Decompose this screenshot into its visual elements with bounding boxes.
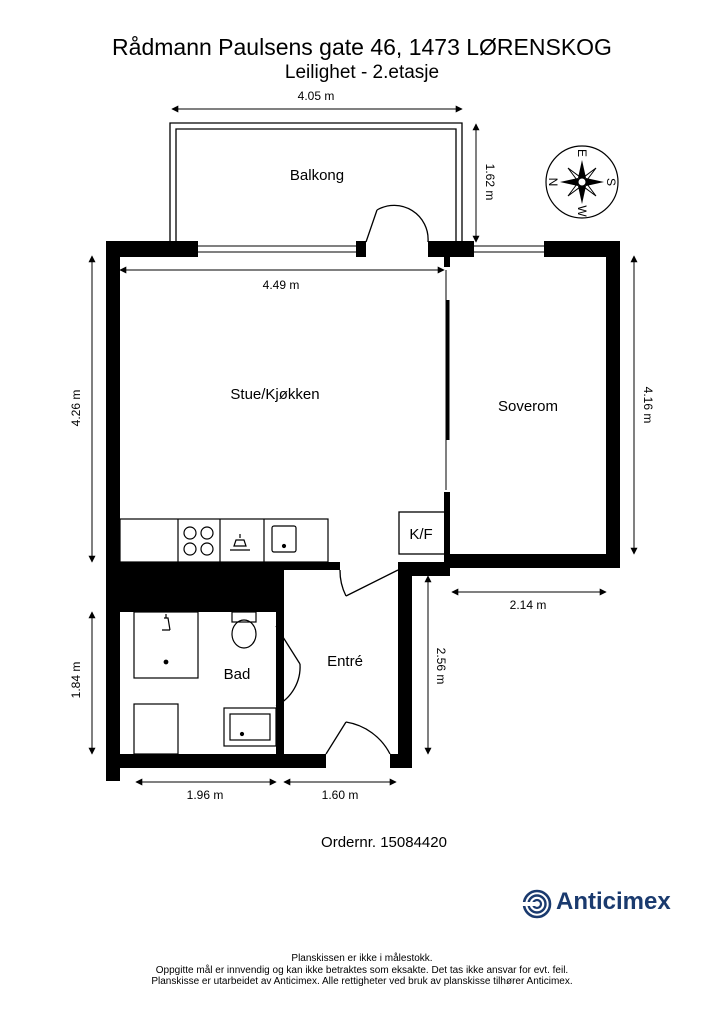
balcony-outline [169,122,463,242]
sliding-door [445,270,450,490]
anticimex-logo-text: Anticimex [556,888,671,915]
disclaimer-line: Planskisse er utarbeidet av Anticimex. A… [151,976,573,987]
disclaimer: Planskissen er ikke i målestokk. Oppgitt… [0,953,724,988]
address-title: Rådmann Paulsens gate 46, 1473 LØRENSKOG [112,34,612,60]
dimension-lines [88,105,638,786]
room-label-closet: K/F [409,526,432,543]
closet-outline [398,511,446,555]
dim-living-depth: 4.26 m [69,390,83,427]
unit-subtitle: Leilighet - 2.etasje [284,62,440,83]
dim-entrance-depth: 2.56 m [434,648,448,685]
dim-bedroom-width: 2.14 m [510,598,547,612]
room-label-entrance: Entré [327,653,363,670]
room-label-living-kitchen: Stue/Kjøkken [230,386,319,403]
room-label-balcony: Balkong [290,167,344,184]
dim-living-width: 4.49 m [263,278,300,292]
bathroom-fixtures [133,611,277,755]
compass-w: W [575,205,589,217]
compass-icon: E W N S [545,145,619,219]
compass-n: N [546,178,560,187]
front-door [325,721,391,755]
compass-e: E [575,149,589,157]
dim-balcony-width: 4.05 m [298,89,335,103]
walls [106,241,620,781]
anticimex-logo-icon [522,889,552,919]
dim-bath-width: 1.96 m [187,788,224,802]
dim-bedroom-depth: 4.16 m [641,387,655,424]
compass-s: S [604,178,618,186]
dim-bath-depth: 1.84 m [69,662,83,699]
anticimex-logo: Anticimex [522,886,692,922]
bathroom-door [275,625,301,707]
room-label-bedroom: Soverom [498,398,558,415]
disclaimer-line: Planskissen er ikke i målestokk. [291,953,433,964]
dim-entrance-width: 1.60 m [322,788,359,802]
entrance-living-door [339,569,399,597]
kitchen-counter [119,518,329,563]
dim-balcony-depth: 1.62 m [483,164,497,201]
room-label-bathroom: Bad [224,666,251,683]
windows [198,245,544,253]
disclaimer-line: Oppgitte mål er innvendig og kan ikke be… [155,964,569,976]
balcony-door [365,204,429,243]
order-number: Ordernr. 15084420 [321,834,447,851]
